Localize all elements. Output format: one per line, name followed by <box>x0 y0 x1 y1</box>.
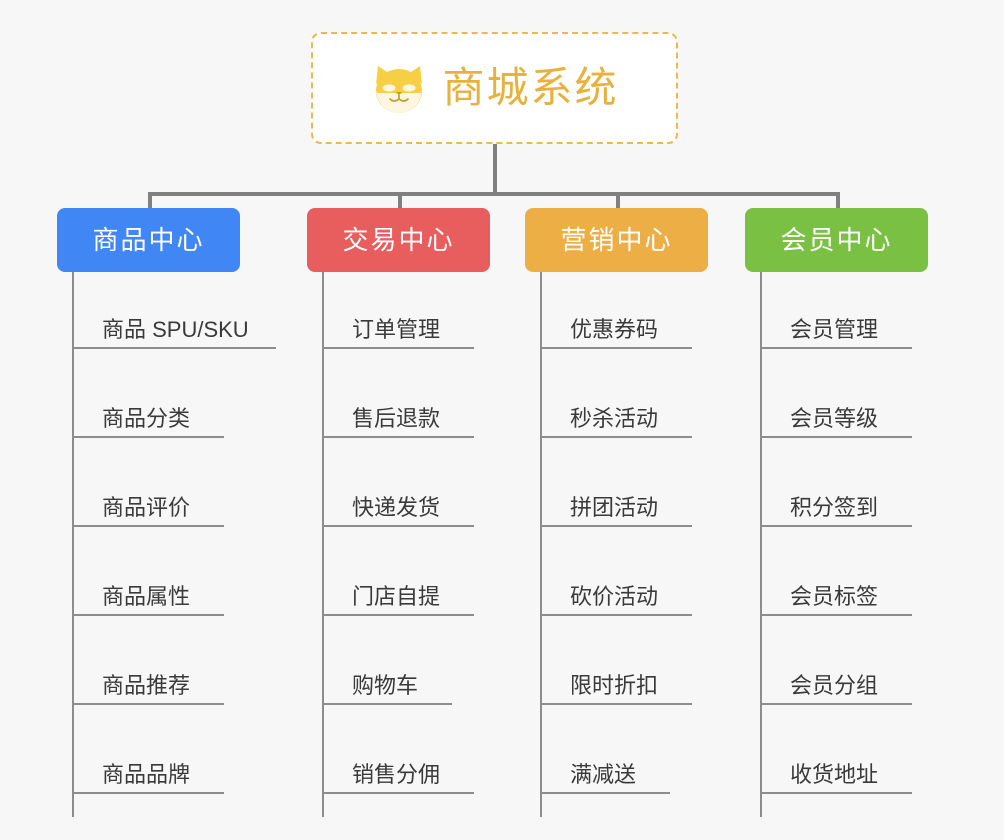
list-item-label: 会员管理 <box>790 317 879 342</box>
list-item-label: 商品属性 <box>102 584 191 609</box>
category-label: 营销中心 <box>560 225 673 255</box>
list-item-label: 快递发货 <box>352 495 441 520</box>
column-spine-2 <box>322 272 324 817</box>
list-item-label: 会员分组 <box>790 673 879 698</box>
list-item-label: 满减送 <box>570 762 637 787</box>
list-item-label: 商品 SPU/SKU <box>102 317 249 342</box>
list-item-label: 限时折扣 <box>570 673 659 698</box>
list-item-underline <box>72 614 224 616</box>
list-item-label: 商品品牌 <box>102 762 191 787</box>
list-item-label: 商品推荐 <box>102 673 191 698</box>
category-box-member-center[interactable]: 会员中心 <box>745 208 928 272</box>
column-spine-3 <box>540 272 542 817</box>
root-title: 商城系统 <box>442 64 619 111</box>
list-item-label: 收货地址 <box>790 762 879 787</box>
list-item-label: 会员等级 <box>790 406 879 431</box>
list-item-underline <box>322 347 474 349</box>
list-item-underline <box>760 703 912 705</box>
list-item-label: 拼团活动 <box>570 495 659 520</box>
category-box-product-center[interactable]: 商品中心 <box>57 208 240 272</box>
list-item-label: 订单管理 <box>352 317 441 342</box>
list-item-underline <box>540 792 670 794</box>
list-item-underline <box>760 614 912 616</box>
shiba-dog-icon <box>370 60 428 116</box>
list-item-label: 售后退款 <box>352 406 441 431</box>
list-item-underline <box>72 347 276 349</box>
list-item-underline <box>72 436 224 438</box>
category-label: 交易中心 <box>342 225 455 255</box>
list-item-underline <box>760 347 912 349</box>
list-item-underline <box>72 792 224 794</box>
list-item-underline <box>760 792 912 794</box>
list-item-label: 销售分佣 <box>352 762 441 787</box>
list-item-label: 商品分类 <box>102 406 191 431</box>
column-spine-4 <box>760 272 762 817</box>
list-item-underline <box>540 347 692 349</box>
category-label: 会员中心 <box>780 225 893 255</box>
list-item-underline <box>760 436 912 438</box>
list-item-underline <box>760 525 912 527</box>
connector-drop-1 <box>148 192 152 210</box>
list-item-label: 商品评价 <box>102 495 191 520</box>
list-item-underline <box>540 525 692 527</box>
list-item-label: 优惠券码 <box>570 317 659 342</box>
connector-root-stem <box>493 144 497 196</box>
column-spine-1 <box>72 272 74 817</box>
connector-drop-4 <box>836 192 840 210</box>
list-item-underline <box>540 614 692 616</box>
connector-horizontal-bus <box>148 192 840 196</box>
list-item-underline <box>322 436 474 438</box>
root-node-mall-system[interactable]: 商城系统 <box>311 32 678 144</box>
list-item-underline <box>322 703 452 705</box>
list-item-underline <box>72 703 224 705</box>
category-label: 商品中心 <box>92 225 205 255</box>
list-item-underline <box>540 703 692 705</box>
list-item-underline <box>322 525 474 527</box>
list-item-label: 会员标签 <box>790 584 879 609</box>
list-item-underline <box>540 436 692 438</box>
list-item-underline <box>72 525 224 527</box>
connector-drop-3 <box>616 192 620 210</box>
list-item-label: 秒杀活动 <box>570 406 659 431</box>
list-item-label: 积分签到 <box>790 495 879 520</box>
category-box-trade-center[interactable]: 交易中心 <box>307 208 490 272</box>
category-box-marketing-center[interactable]: 营销中心 <box>525 208 708 272</box>
list-item-underline <box>322 792 474 794</box>
list-item-label: 门店自提 <box>352 584 441 609</box>
list-item-label: 砍价活动 <box>570 584 659 609</box>
list-item-underline <box>322 614 474 616</box>
connector-drop-2 <box>398 192 402 210</box>
list-item-label: 购物车 <box>352 673 419 698</box>
